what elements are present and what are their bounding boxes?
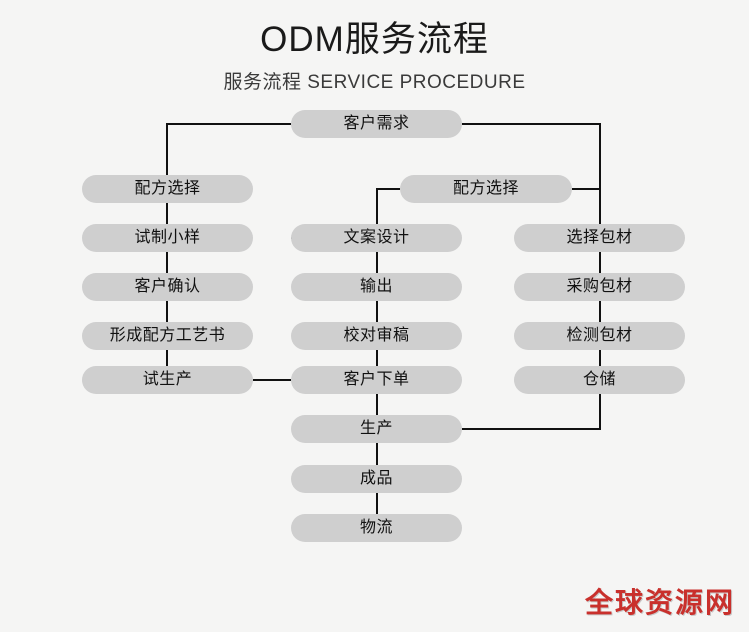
node-formula-selection-left[interactable]: 配方选择: [82, 175, 253, 203]
page-subtitle: 服务流程 SERVICE PROCEDURE: [223, 72, 526, 93]
site-watermark: 全球资源网: [584, 587, 735, 618]
node-production[interactable]: 生产: [291, 415, 462, 443]
node-formula-selection-right[interactable]: 配方选择: [400, 175, 572, 203]
node-formula-process-document[interactable]: 形成配方工艺书: [82, 322, 253, 350]
node-customer-confirmation[interactable]: 客户确认: [82, 273, 253, 301]
node-logistics[interactable]: 物流: [291, 514, 462, 542]
node-finished-product[interactable]: 成品: [291, 465, 462, 493]
node-copywriting-design[interactable]: 文案设计: [291, 224, 462, 252]
node-warehousing[interactable]: 仓储: [514, 366, 685, 394]
node-customer-order[interactable]: 客户下单: [291, 366, 462, 394]
edge-demand-to-left: [166, 123, 291, 175]
edge-storage-to-production: [462, 394, 601, 430]
page-title: ODM服务流程: [260, 20, 489, 59]
node-select-packaging[interactable]: 选择包材: [514, 224, 685, 252]
node-inspect-packaging[interactable]: 检测包材: [514, 322, 685, 350]
node-output[interactable]: 输出: [291, 273, 462, 301]
node-proofreading-review[interactable]: 校对审稿: [291, 322, 462, 350]
node-purchase-packaging[interactable]: 采购包材: [514, 273, 685, 301]
node-trial-production[interactable]: 试生产: [82, 366, 253, 394]
node-trial-sample[interactable]: 试制小样: [82, 224, 253, 252]
node-customer-demand[interactable]: 客户需求: [291, 110, 462, 138]
